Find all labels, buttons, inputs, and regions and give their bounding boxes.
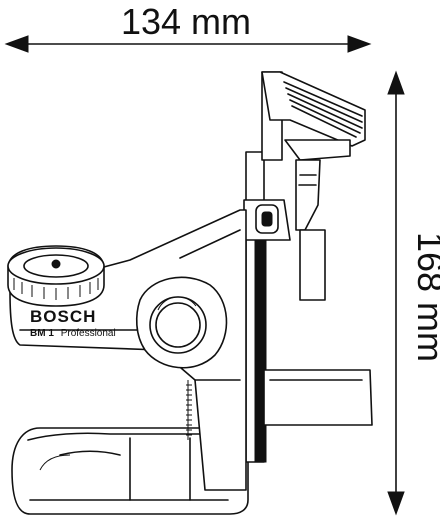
height-arrow-top-icon [387,70,405,95]
model-suffix: Professional [61,328,116,339]
width-arrow-right-icon [347,35,372,53]
rack-teeth [186,380,192,440]
adjustment-knob [135,276,228,369]
top-clamp-head [261,71,366,231]
width-label: 134 mm [121,1,251,42]
height-label: 168 mm [410,232,440,362]
base-foot [11,427,249,515]
lower-bracket [263,369,373,426]
rotating-disc [7,245,105,307]
model-name: BM 1 [30,328,54,339]
wall-mount-illustration: BOSCH BM 1 Professional [7,71,373,515]
height-arrow-bottom-icon [387,491,405,516]
height-dimension: 168 mm [387,70,440,516]
width-arrow-left-icon [4,35,29,53]
slide-channel [299,229,326,301]
brand-logo-text: BOSCH [30,307,96,326]
width-dimension: 134 mm [4,1,372,53]
rail-slider [243,199,291,241]
model-label: BM 1 Professional [30,328,116,339]
disc-screw-icon [51,259,61,269]
